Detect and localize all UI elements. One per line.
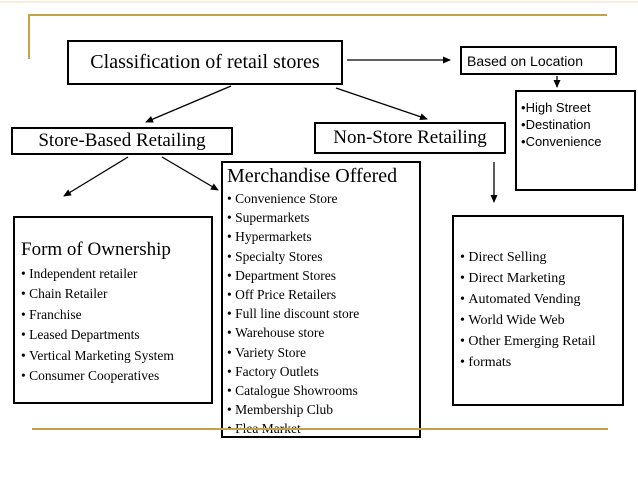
list-item: Department Stores <box>227 266 417 285</box>
non-store-retailing-box: Non-Store Retailing <box>314 122 506 154</box>
arrow-store-to-ownership <box>63 156 129 197</box>
list-item: Leased Departments <box>21 325 209 345</box>
merchandise-list: Convenience Store Supermarkets Hypermark… <box>227 189 417 439</box>
list-item: Convenience Store <box>227 189 417 208</box>
list-item: formats <box>460 352 620 373</box>
location-types-list: High Street Destination Convenience <box>521 99 632 150</box>
list-item: World Wide Web <box>460 310 620 331</box>
list-item: Other Emerging Retail <box>460 331 620 352</box>
gold-top-border <box>28 14 607 16</box>
non-store-formats-box: Direct Selling Direct Marketing Automate… <box>452 215 624 406</box>
list-item: Factory Outlets <box>227 362 417 381</box>
ownership-list: Independent retailer Chain Retailer Fran… <box>21 264 209 386</box>
based-on-location-box: Based on Location <box>460 46 617 75</box>
list-item: Full line discount store <box>227 304 417 323</box>
slide-title: Classification of retail stores <box>90 51 320 73</box>
list-item: High Street <box>521 99 632 116</box>
list-item: Destination <box>521 116 632 133</box>
gold-corner-stub <box>28 14 30 59</box>
list-item: Supermarkets <box>227 208 417 227</box>
store-based-label: Store-Based Retailing <box>38 130 206 151</box>
store-based-retailing-box: Store-Based Retailing <box>11 127 233 155</box>
list-item: Specialty Stores <box>227 247 417 266</box>
arrow-title-to-non-store <box>335 87 428 121</box>
list-item: Catalogue Showrooms <box>227 381 417 400</box>
top-faint-divider <box>0 1 638 3</box>
location-types-box: High Street Destination Convenience <box>515 90 636 191</box>
list-item: Convenience <box>521 133 632 150</box>
list-item: Direct Selling <box>460 247 620 268</box>
list-item: Vertical Marketing System <box>21 346 209 366</box>
list-item: Variety Store <box>227 343 417 362</box>
gold-bottom-border <box>32 428 608 430</box>
title-box: Classification of retail stores <box>67 40 343 85</box>
list-item: Direct Marketing <box>460 268 620 289</box>
non-store-formats-list: Direct Selling Direct Marketing Automate… <box>460 247 620 373</box>
list-item: Franchise <box>21 305 209 325</box>
list-item: Independent retailer <box>21 264 209 284</box>
list-item: Off Price Retailers <box>227 285 417 304</box>
merchandise-offered-box: Merchandise Offered Convenience Store Su… <box>221 161 421 438</box>
based-on-location-label: Based on Location <box>467 52 583 69</box>
list-item: Hypermarkets <box>227 227 417 246</box>
list-item: Consumer Cooperatives <box>21 366 209 386</box>
form-of-ownership-box: Form of Ownership Independent retailer C… <box>13 216 213 404</box>
non-store-label: Non-Store Retailing <box>333 127 487 148</box>
list-item: Chain Retailer <box>21 284 209 304</box>
arrow-title-to-store-based <box>145 85 232 123</box>
list-item: Automated Vending <box>460 289 620 310</box>
list-item: Warehouse store <box>227 323 417 342</box>
list-item: Membership Club <box>227 400 417 419</box>
ownership-heading: Form of Ownership <box>21 239 171 260</box>
arrow-store-to-merchandise <box>161 156 219 191</box>
merchandise-heading: Merchandise Offered <box>227 165 398 187</box>
